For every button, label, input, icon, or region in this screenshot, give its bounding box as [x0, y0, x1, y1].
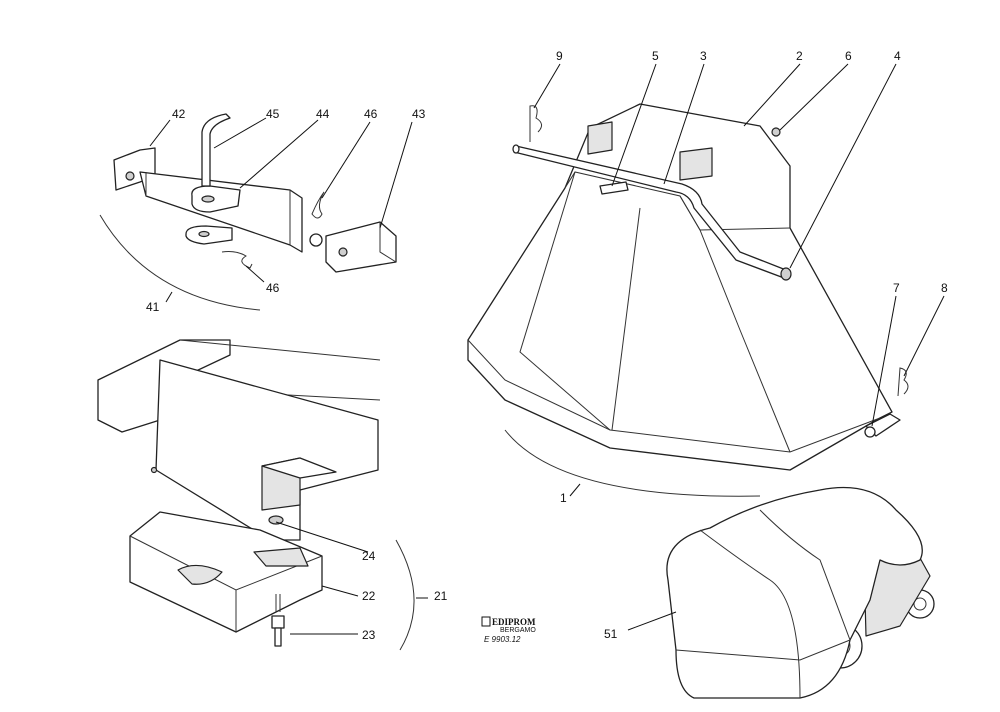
leader-9: [533, 63, 561, 109]
rear-wheel-hub: [913, 597, 927, 611]
clip-9: [529, 105, 542, 142]
leader-lines: [149, 63, 945, 635]
catcher-slot-left: [587, 121, 613, 155]
callout-46-upper: 46: [364, 107, 378, 121]
leader-3: [663, 63, 705, 185]
weight-22: [129, 511, 323, 633]
callout-3: 3: [700, 49, 707, 63]
callout-5: 5: [652, 49, 659, 63]
catcher-seam-mid: [611, 207, 641, 431]
leader-45: [213, 117, 267, 149]
leader-4: [789, 63, 897, 269]
callout-8: 8: [941, 281, 948, 295]
callout-44: 44: [316, 107, 330, 121]
clip-46-upper: [311, 191, 325, 219]
hitch-assembly: [99, 113, 397, 311]
publisher-stamp: EDIPROM BERGAMO E 9903.12: [481, 616, 536, 644]
leader-8: [903, 295, 945, 377]
callout-9: 9: [556, 49, 563, 63]
leader-2: [743, 63, 801, 127]
callout-45: 45: [266, 107, 280, 121]
leader-46b: [245, 265, 265, 283]
hitch-pin-45: [201, 113, 231, 187]
callout-2: 2: [796, 49, 803, 63]
rod-end-left: [512, 144, 520, 154]
frame-post-top: [261, 457, 337, 479]
bracket-43-fold: [379, 222, 397, 263]
frame-bolt-hole: [150, 466, 158, 474]
hitch-plate-lower-hole: [198, 230, 210, 238]
callout-22: 22: [362, 589, 376, 603]
stamp-brand: EDIPROM: [492, 617, 536, 627]
nut-24: [268, 515, 284, 525]
stamp-subbrand: BERGAMO: [500, 627, 536, 634]
leader-41: [165, 291, 173, 303]
callout-21: 21: [434, 589, 448, 603]
callout-51: 51: [604, 627, 618, 641]
stamp-code: E 9903.12: [484, 635, 521, 644]
frame-weight-assembly: [97, 339, 415, 651]
leader-42: [149, 119, 171, 147]
group-21-arc: [395, 539, 415, 651]
grass-catcher-assembly: [467, 103, 909, 497]
group-41-arc: [99, 214, 261, 311]
callout-labels: 42 45 44 46 43 46 41 24 22 23 21 9 5 3 2…: [146, 49, 948, 642]
leader-44: [239, 119, 319, 189]
bracket-42-hole: [125, 171, 135, 181]
leader-51: [627, 611, 677, 631]
catcher-seam-left: [519, 171, 611, 431]
weight-22-recess: [253, 547, 309, 567]
drawbar-end: [309, 233, 323, 247]
end-cap-4: [780, 267, 792, 281]
leader-1: [569, 483, 581, 497]
group-1-arc: [504, 429, 761, 497]
cover-fold-1: [699, 529, 801, 699]
callout-46-lower: 46: [266, 281, 280, 295]
callout-24: 24: [362, 549, 376, 563]
callout-6: 6: [845, 49, 852, 63]
bolt-23-line: [275, 594, 281, 612]
leader-24: [275, 521, 369, 553]
bolt-23-head: [271, 615, 285, 629]
leader-46a: [321, 121, 371, 199]
hitch-plate-upper: [191, 185, 241, 213]
callout-23: 23: [362, 628, 376, 642]
leader-6: [779, 63, 849, 131]
clip-8: [897, 367, 909, 397]
weight-22-grip: [177, 564, 223, 585]
bracket-43: [325, 221, 397, 273]
tractor-cover: [666, 486, 935, 699]
cover-51: [666, 486, 923, 699]
frame-top-edge: [179, 339, 381, 361]
pin-5: [599, 181, 629, 195]
bolt-23-shank: [274, 627, 282, 647]
frame-front-plate: [155, 359, 379, 541]
leader-5: [611, 63, 657, 187]
catcher-slot-right: [679, 147, 713, 181]
leader-43: [379, 121, 413, 229]
callout-7: 7: [893, 281, 900, 295]
bracket-43-hole: [338, 247, 348, 257]
cover-hem: [675, 639, 851, 661]
callout-1: 1: [560, 491, 567, 505]
callout-43: 43: [412, 107, 426, 121]
callout-42: 42: [172, 107, 186, 121]
hitch-plate-hole: [201, 195, 215, 203]
callout-4: 4: [894, 49, 901, 63]
stamp-logo-icon: [481, 616, 491, 627]
leader-7: [871, 295, 897, 427]
leader-22: [321, 585, 359, 597]
cover-fold-2: [759, 509, 851, 641]
clip-46-lower: [221, 251, 253, 269]
pin-7-head: [864, 426, 876, 438]
callout-41: 41: [146, 300, 160, 314]
catcher-seam-right: [679, 195, 791, 453]
bolt-6: [771, 127, 781, 137]
